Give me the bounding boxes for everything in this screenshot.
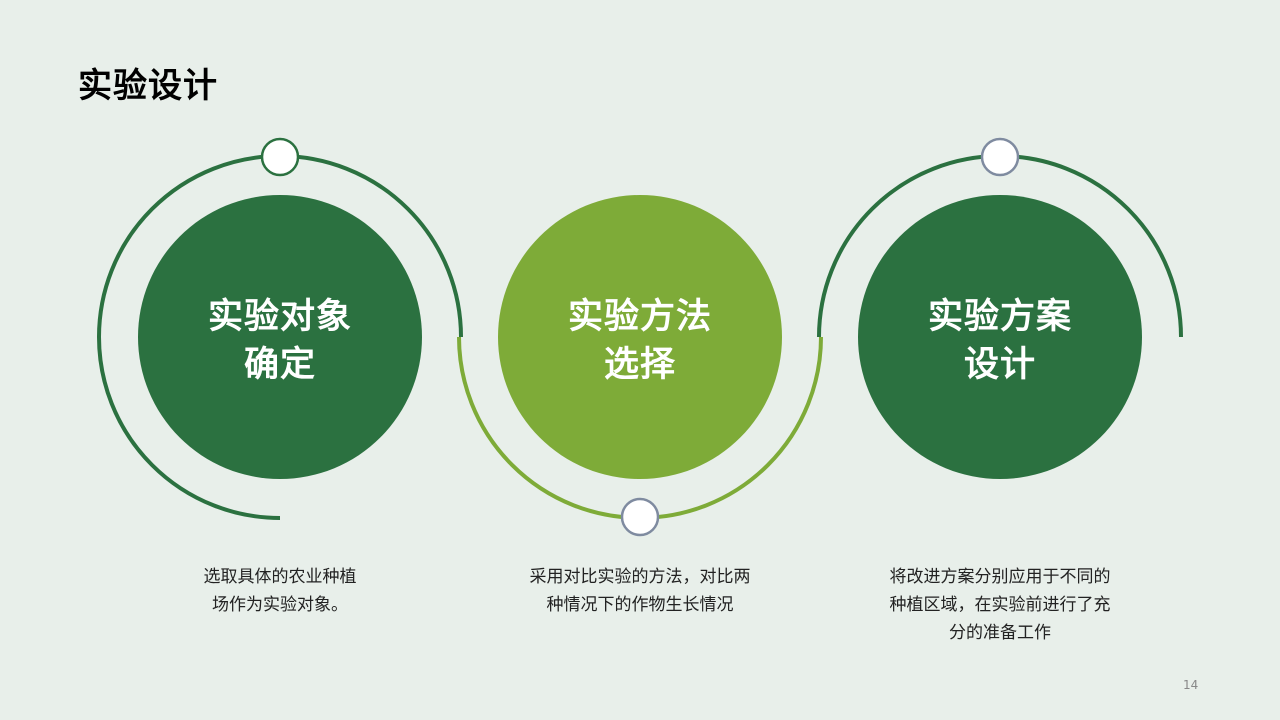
step-2-description-line1: 采用对比实验的方法，对比两	[529, 567, 751, 587]
step-2-description-line2: 种情况下的作物生长情况	[546, 595, 734, 615]
step-3-title-line2: 设计	[963, 345, 1036, 385]
step-1-title: 实验对象 确定	[160, 293, 400, 389]
step-2-circle	[498, 195, 782, 479]
step-1-title-line2: 确定	[243, 345, 316, 385]
step-3-description-line2: 种植区域，在实验前进行了充	[889, 595, 1111, 615]
arc-step-1	[97, 154, 463, 520]
page-number: 14	[1183, 678, 1199, 692]
step-2-title-line1: 实验方法	[567, 297, 712, 337]
step-2-title-line2: 选择	[603, 345, 676, 385]
step-3-title: 实验方案 设计	[880, 293, 1120, 389]
step-2-title: 实验方法 选择	[520, 293, 760, 389]
step-3-title-line1: 实验方案	[927, 297, 1072, 337]
step-1-description: 选取具体的农业种植 场作为实验对象。	[160, 563, 400, 619]
step-3-node-dot	[980, 137, 1020, 177]
step-1-description-line1: 选取具体的农业种植	[203, 567, 357, 587]
page-title: 实验设计	[78, 66, 218, 106]
step-2-node-dot	[620, 497, 660, 537]
step-1-title-line1: 实验对象	[207, 297, 352, 337]
step-3-description-line1: 将改进方案分别应用于不同的	[889, 567, 1111, 587]
step-3-description: 将改进方案分别应用于不同的 种植区域，在实验前进行了充 分的准备工作	[850, 563, 1150, 647]
step-2-description: 采用对比实验的方法，对比两 种情况下的作物生长情况	[490, 563, 790, 619]
step-1-circle	[138, 195, 422, 479]
step-1-description-line2: 场作为实验对象。	[212, 595, 348, 615]
step-1-node-dot	[260, 137, 300, 177]
step-3-description-line3: 分的准备工作	[949, 623, 1051, 643]
step-3-circle	[858, 195, 1142, 479]
